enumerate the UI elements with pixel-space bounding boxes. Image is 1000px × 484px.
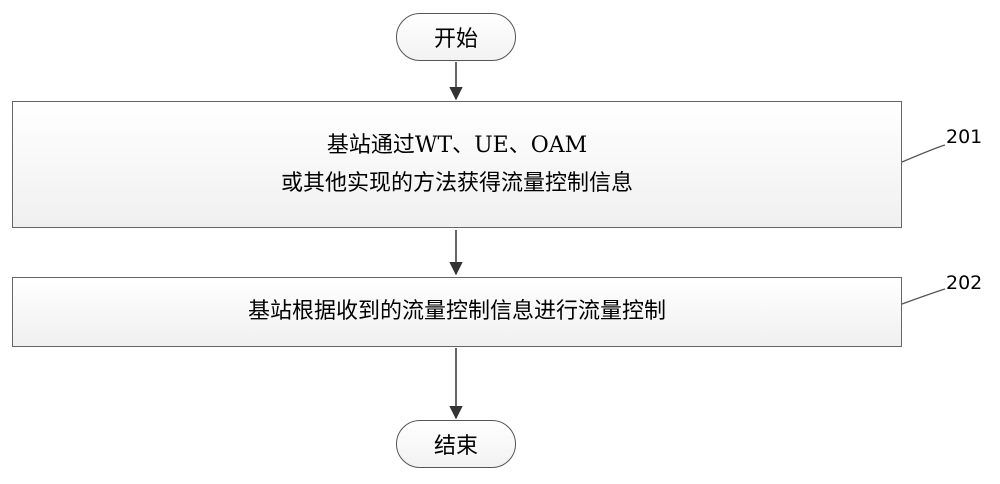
ref-leader-202: [901, 288, 946, 305]
step-201-ref: 201: [946, 126, 983, 148]
start-terminal: 开始: [396, 13, 516, 61]
step-201-line-1: 基站通过WT、UE、OAM: [326, 132, 588, 158]
end-label: 结束: [433, 434, 478, 459]
step-202-box: 基站根据收到的流量控制信息进行流量控制: [12, 277, 902, 347]
step-201-line-2: 或其他实现的方法获得流量控制信息: [280, 170, 633, 196]
step-202-ref: 202: [946, 272, 983, 294]
step-201-box: 基站通过WT、UE、OAM 或其他实现的方法获得流量控制信息: [12, 101, 902, 228]
start-label: 开始: [433, 27, 478, 52]
ref-leader-201: [901, 144, 946, 163]
step-202-line-1: 基站根据收到的流量控制信息进行流量控制: [247, 299, 666, 324]
end-terminal: 结束: [396, 420, 516, 468]
